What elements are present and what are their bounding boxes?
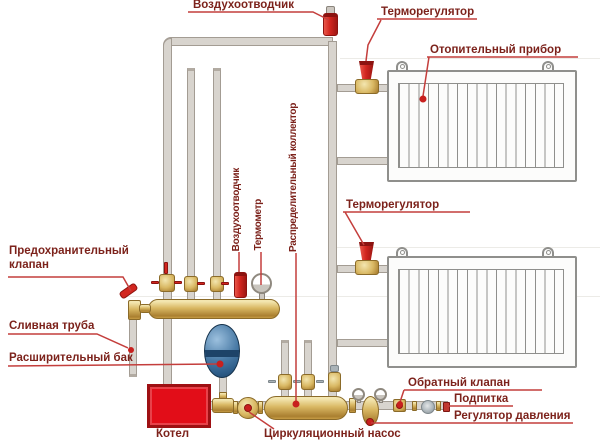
valve-handle	[221, 282, 229, 285]
label-boiler: Котел	[156, 428, 190, 440]
valve-handle	[316, 380, 324, 383]
leader-drain-pipe	[8, 333, 129, 349]
radiator2-bracket	[396, 247, 408, 257]
label-air-vent-vertical: Воздухоотводчик	[231, 167, 242, 251]
pressure-gauge-2	[374, 388, 387, 401]
label-safety-valve: Предохранительный клапан	[9, 245, 129, 271]
radiator2-bracket	[542, 247, 554, 257]
valve-handle	[268, 380, 276, 383]
air-vent-top-device	[323, 13, 338, 36]
riser-shutoff-valve	[328, 372, 341, 392]
expansion-tank	[204, 324, 240, 378]
manifold-air-vent	[234, 272, 247, 298]
leader-air-vent-top	[188, 11, 330, 21]
thermoregulator2-valve-body	[355, 260, 379, 275]
label-pressure-regulator: Регулятор давления	[454, 410, 571, 422]
safety-valve-lever	[118, 282, 139, 300]
label-drain-pipe: Сливная труба	[9, 320, 95, 332]
background-line	[340, 58, 600, 59]
pipe-fitting	[412, 401, 417, 411]
ball-valve	[421, 400, 435, 414]
upper-valve-2	[184, 276, 198, 292]
lower-manifold	[264, 396, 348, 420]
thermoregulator1-valve-body	[355, 79, 379, 94]
background-line	[335, 247, 600, 248]
lower-valve-2	[301, 374, 315, 390]
upper-valve-1-lever	[164, 262, 168, 274]
radiator1-return-pipe	[337, 157, 388, 165]
label-expansion-tank: Расширительный бак	[9, 352, 133, 364]
boiler	[147, 384, 211, 428]
label-thermoregulator-1: Терморегулятор	[381, 6, 475, 18]
thermoregulator1-head	[359, 61, 374, 80]
expansion-tank-band	[205, 350, 239, 357]
radiator2	[387, 256, 577, 368]
radiator1-fins	[398, 83, 564, 168]
bracket-hole	[400, 250, 405, 255]
radiator1	[387, 70, 577, 182]
radiator2-fins	[398, 269, 564, 354]
bracket-hole	[546, 250, 551, 255]
radiator2-return-pipe	[337, 339, 388, 347]
leader-safety-valve	[8, 276, 132, 292]
upper-valve-1	[159, 274, 175, 292]
label-thermometer: Термометр	[253, 199, 264, 251]
valve-handle	[293, 380, 301, 383]
label-circulation-pump: Циркуляционный насос	[264, 428, 401, 440]
label-feed: Подпитка	[454, 393, 509, 405]
riser-valve-knob	[330, 365, 339, 372]
bracket-hole	[546, 64, 551, 69]
pipe-fitting	[436, 401, 441, 411]
feed-end-cap	[443, 402, 450, 412]
label-heating-device: Отопительный прибор	[430, 44, 562, 56]
collector-stub-pipe-2	[213, 68, 221, 300]
upper-manifold	[148, 299, 280, 319]
leader-thermoregulator-2	[343, 211, 470, 246]
collector-stub-pipe-1	[187, 68, 195, 300]
supply-pipe-top	[163, 37, 333, 46]
lower-valve-1	[278, 374, 292, 390]
supply-pipe-left-riser	[163, 38, 172, 385]
radiator1-bracket	[396, 61, 408, 71]
label-distribution-collector: Распределительный коллектор	[288, 103, 299, 252]
check-valve-dot	[396, 402, 403, 409]
thermoregulator2-head	[359, 242, 374, 261]
bracket-hole	[400, 64, 405, 69]
label-check-valve: Обратный клапан	[408, 377, 511, 389]
background-line	[120, 296, 600, 297]
regulator-dot	[366, 418, 374, 426]
label-thermoregulator-2: Терморегулятор	[346, 199, 440, 211]
label-air-vent-top: Воздухоотводчик	[193, 0, 294, 11]
pump-center-dot	[244, 404, 252, 412]
valve-handle	[151, 281, 159, 284]
valve-handle	[174, 281, 182, 284]
pressure-gauge-1	[352, 388, 365, 401]
safety-valve-connector	[139, 304, 151, 313]
valve-handle	[197, 282, 205, 285]
main-riser-pipe	[328, 41, 337, 398]
thermometer-gauge	[251, 273, 272, 294]
tee-fitting	[212, 398, 234, 413]
drain-pipe	[129, 315, 137, 377]
